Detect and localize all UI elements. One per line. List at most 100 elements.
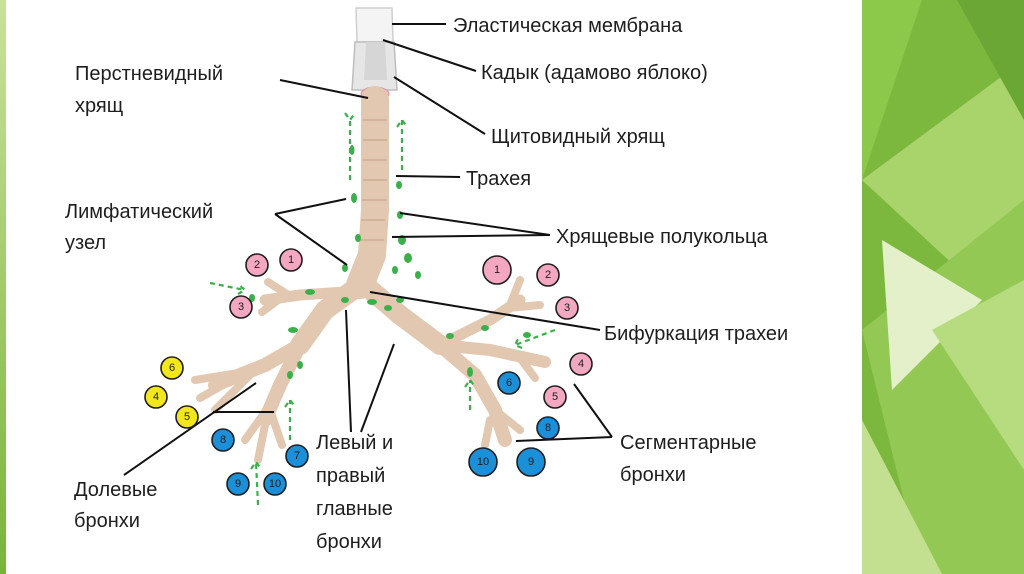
label-lobar-bronchi: Долевые [74,479,157,501]
marker-number: 4 [578,358,584,370]
segment-marker-left-6: 6 [160,356,184,380]
marker-circle [516,447,546,477]
marker-number: 2 [545,269,551,281]
segment-marker-right-3: 3 [555,296,579,320]
marker-circle [569,352,593,376]
label-main-bronchi-line4: бронхи [316,531,382,553]
segment-marker-right-1: 1 [482,255,512,285]
marker-circle [543,385,567,409]
labels: Эластическая мембрана Перстневидный хрящ… [65,15,788,553]
label-cricoid-cartilage-line2: хрящ [75,95,123,117]
larynx [351,7,398,102]
marker-circle [468,447,498,477]
segment-marker-left-3: 3 [229,295,253,319]
label-thyroid-cartilage: Щитовидный хрящ [491,126,665,148]
lymph-nodes [249,145,531,379]
segment-marker-left-5: 5 [175,405,199,429]
segment-branch [211,371,254,414]
bronchial-tree-diagram: Эластическая мембрана Перстневидный хрящ… [65,7,788,553]
marker-number: 4 [153,391,159,403]
marker-number: 5 [552,391,558,403]
segment-marker-left-10: 10 [263,472,287,496]
elastic-membrane-shape [355,7,394,43]
marker-number: 6 [506,377,512,389]
left-main-bronchus [355,275,450,355]
marker-circle [279,248,303,272]
marker-number: 1 [494,264,500,276]
segment-marker-right-2: 2 [536,263,560,287]
segment-marker-left-8: 8 [211,428,235,452]
segment-marker-right-6: 6 [497,371,521,395]
trachea-shape [346,86,389,299]
label-main-bronchi-line3: главные [316,498,393,520]
marker-circle [144,385,168,409]
left-lower-lobar-bronchus [433,338,512,447]
segment-marker-right-10: 10 [468,447,498,477]
segment-marker-right-8: 8 [536,416,560,440]
label-lymph-node-line2: узел [65,232,106,254]
marker-circle [160,356,184,380]
segment-branch [481,416,494,449]
segment-marker-left-2: 2 [245,253,269,277]
segment-branch [264,278,294,300]
segment-branch [491,406,524,434]
tracheal-rings [360,119,387,241]
marker-number: 6 [169,362,175,374]
marker-circle [226,472,250,496]
marker-number: 3 [564,302,570,314]
adams-apple-shape [364,42,387,80]
label-lymph-node: Лимфатический [65,201,213,223]
marker-circle [555,296,579,320]
marker-number: 7 [294,450,300,462]
marker-circle [229,295,253,319]
marker-circle [536,416,560,440]
segment-branch [254,406,272,464]
label-cricoid-cartilage: Перстневидный [75,63,223,85]
label-trachea: Трахея [466,168,531,190]
bronchial-tree [191,86,551,464]
segment-branch [191,368,249,384]
segment-branch [196,374,239,402]
marker-number: 9 [235,478,241,490]
marker-number: 10 [477,456,489,468]
label-cartilage-rings: Хрящевые полукольца [556,226,768,248]
left-lingular-bronchus [434,339,551,368]
label-main-bronchi-line2: правый [316,465,385,487]
segment-branch [516,354,539,382]
label-elastic-membrane: Эластическая мембрана [453,15,683,37]
marker-number: 9 [528,456,534,468]
segment-marker-left-4: 4 [144,385,168,409]
marker-number: 2 [254,259,260,271]
label-adams-apple: Кадык (адамово яблоко) [481,62,708,84]
marker-circle [175,405,199,429]
label-main-bronchi-line1: Левый и [316,432,393,454]
segment-markers: 2 1 3 6 4 5 8 7 9 10 1 2 3 4 6 5 8 10 9 [144,248,593,496]
marker-circle [263,472,287,496]
label-bifurcation: Бифуркация трахеи [604,323,788,345]
marker-circle [482,255,512,285]
marker-number: 3 [238,301,244,313]
segment-branch [258,296,282,316]
label-segmental-bronchi: Сегментарные [620,432,757,454]
marker-number: 1 [288,254,294,266]
lymph-flow-arrows [209,112,556,506]
label-lobar-bronchi-line2: бронхи [74,510,140,532]
segment-marker-right-4: 4 [569,352,593,376]
marker-circle [211,428,235,452]
segment-marker-left-9: 9 [226,472,250,496]
segment-marker-left-1: 1 [279,248,303,272]
marker-circle [245,253,269,277]
marker-number: 5 [184,411,190,423]
marker-number: 10 [269,478,281,490]
segment-branch [266,406,286,449]
slide-edge-decoration [0,0,6,574]
segment-marker-right-9: 9 [516,447,546,477]
marker-number: 8 [220,434,226,446]
green-decoration-panel [862,0,1024,574]
marker-circle [285,444,309,468]
segment-marker-left-7: 7 [285,444,309,468]
marker-number: 8 [545,422,551,434]
segment-branch [504,301,544,312]
segment-branch [506,276,524,309]
